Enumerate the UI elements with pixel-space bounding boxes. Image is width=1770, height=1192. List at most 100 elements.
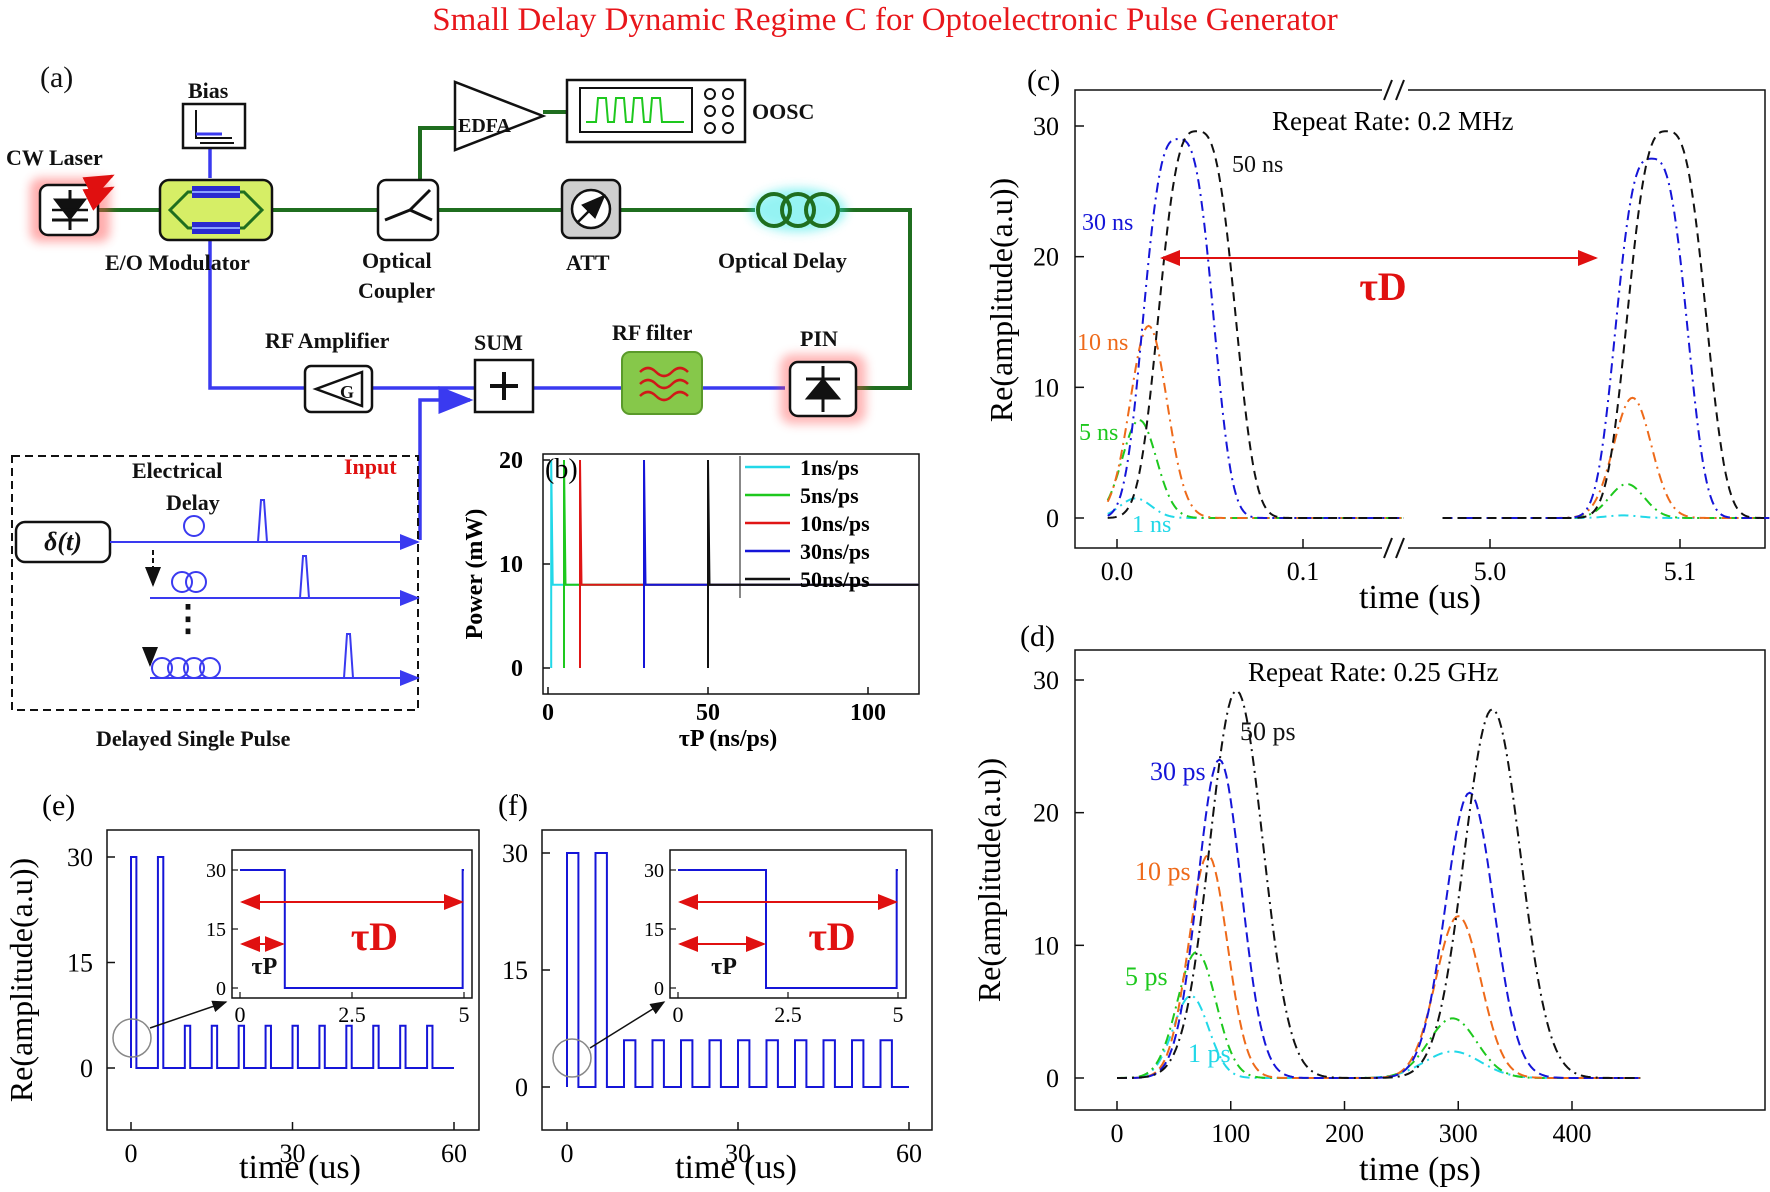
- series-line-5 ps: [1116, 950, 1641, 1079]
- x-tick-label: 0.1: [1287, 557, 1320, 586]
- x-tick-label: 400: [1553, 1119, 1592, 1148]
- panel-a-label: (a): [40, 61, 73, 94]
- coupler-label-1: Optical: [362, 248, 432, 273]
- pin-photodiode: PIN: [780, 326, 866, 424]
- inset-y-tick-label: 0: [654, 978, 664, 1000]
- summing-plus-icon: [490, 372, 518, 400]
- electrical-delay-label-1: Electrical: [132, 458, 222, 483]
- axis-break-mark: [1383, 537, 1393, 559]
- x-tick-label: 60: [441, 1139, 467, 1168]
- attenuator: ATT: [560, 178, 622, 275]
- series-label: 5 ns: [1079, 420, 1118, 446]
- attenuator-dial-icon: [570, 188, 612, 230]
- panel-c-label: (c): [1027, 64, 1060, 97]
- panel-d-xlabel: time (ps): [1359, 1151, 1481, 1188]
- series-label: 30 ps: [1150, 757, 1206, 786]
- inset-tau-p: τP: [252, 954, 278, 980]
- legend-entry: 30ns/ps: [800, 539, 870, 564]
- rf-amplifier-label: RF Amplifier: [265, 328, 390, 353]
- panel-b-xlabel: τP (ns/ps): [679, 726, 777, 752]
- y-tick-label: 0: [1046, 504, 1059, 533]
- panel-f-frame: [541, 829, 933, 1131]
- y-tick-label: 10: [499, 552, 523, 578]
- panel-b-ylabel: Power (mW): [462, 509, 488, 640]
- optical-coupler: Optical Coupler: [358, 178, 440, 303]
- bandpass-wave-icon: [639, 366, 689, 402]
- y-tick-label: 20: [499, 448, 523, 474]
- inset-x-tick-label: 2.5: [774, 1002, 802, 1027]
- x-tick-label: 100: [1211, 1119, 1250, 1148]
- splitter-icon: [384, 188, 433, 222]
- series-line-50 ns: [1107, 130, 1404, 519]
- delayed-single-pulse-label: Delayed Single Pulse: [96, 726, 291, 751]
- optical-fiber-path: [97, 110, 912, 390]
- panel-b-label: (b): [545, 454, 578, 485]
- figure-title: Small Delay Dynamic Regime C for Optoele…: [432, 2, 1337, 38]
- y-tick-label: 30: [1033, 666, 1059, 695]
- inset-y-tick-label: 0: [216, 978, 226, 1000]
- rf-filter-label: RF filter: [612, 320, 693, 345]
- x-tick-label: 30: [280, 1139, 306, 1168]
- inset-x-tick-label: 0: [235, 1002, 246, 1027]
- electrical-wire-path: [208, 126, 785, 540]
- y-tick-label: 15: [67, 949, 93, 978]
- series-line-5 ns: [1106, 418, 1404, 519]
- y-tick-label: 30: [502, 839, 528, 868]
- x-tick-label: 0.0: [1101, 557, 1134, 586]
- inset-frame: [669, 849, 907, 999]
- series-line-50 ps: [1116, 689, 1641, 1079]
- oosc-label: OOSC: [752, 99, 814, 124]
- y-tick-label: 15: [502, 956, 528, 985]
- zoom-circle: [552, 1038, 592, 1078]
- panel-e-ylabel: Re(amplitude(a.u)): [3, 858, 39, 1102]
- axis-break-mark: [1383, 79, 1393, 101]
- series-line-50ns/ps: [707, 459, 919, 668]
- inset-x-tick-label: 2.5: [338, 1002, 366, 1027]
- inset-y-tick-label: 15: [644, 919, 664, 941]
- panel-b-lines: [550, 459, 919, 668]
- inset-x-tick-label: 0: [673, 1002, 684, 1027]
- y-tick-label: 20: [1033, 799, 1059, 828]
- series-label: 50 ps: [1240, 717, 1296, 746]
- x-tick-label: 100: [850, 700, 886, 726]
- series-line-30ns/ps: [643, 459, 919, 668]
- inset-tau-d: τD: [808, 914, 855, 959]
- rf-filter: RF filter: [612, 320, 703, 415]
- x-tick-label: 0: [1111, 1119, 1124, 1148]
- series-line-30 ns: [1107, 138, 1404, 519]
- input-label: Input: [344, 454, 397, 479]
- panel-c-tau-d: τD: [1359, 264, 1406, 309]
- panel-d-lines: [1116, 689, 1641, 1079]
- y-tick-label: 0: [1046, 1064, 1059, 1093]
- fiber-coil-icon: [756, 192, 840, 228]
- edfa: EDFA: [453, 80, 547, 152]
- legend-entry: 50ns/ps: [800, 567, 870, 592]
- coupler-label-2: Coupler: [358, 278, 435, 303]
- panel-c-lines: [1106, 130, 1770, 519]
- inset-tau-d: τD: [351, 914, 398, 959]
- att-label: ATT: [566, 250, 610, 275]
- rf-amplifier: G RF Amplifier: [265, 328, 390, 414]
- series-line-5ns/ps: [563, 459, 919, 668]
- axis-break-mark: [1395, 537, 1405, 559]
- bias-source-icon: [195, 110, 234, 144]
- y-tick-label: 20: [1033, 243, 1059, 272]
- panel-e-label: (e): [42, 789, 75, 822]
- series-line-10ns/ps: [579, 459, 919, 668]
- series-label: 1 ps: [1188, 1039, 1231, 1068]
- amplifier-triangle-icon: [312, 370, 364, 408]
- optical-delay: Optical Delay: [718, 188, 847, 273]
- x-tick-label: 50: [696, 700, 720, 726]
